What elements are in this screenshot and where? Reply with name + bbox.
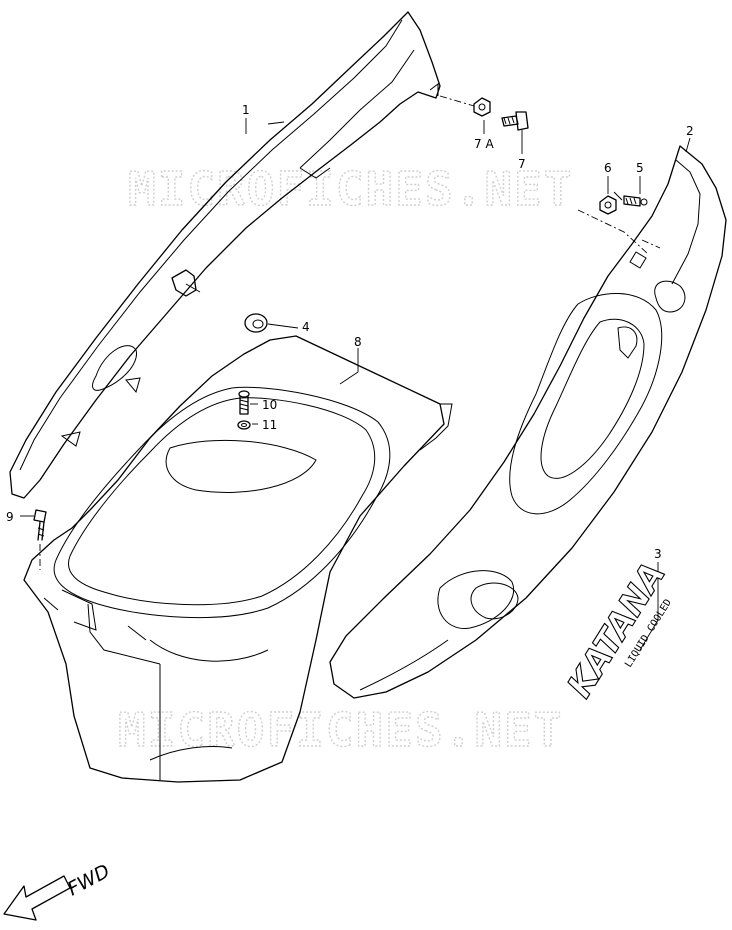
nut-7a	[473, 97, 491, 117]
nut-6	[599, 195, 617, 215]
grommet-small	[171, 269, 201, 297]
screw-7	[501, 111, 529, 131]
screw-9	[33, 509, 47, 570]
callout-7: 7	[518, 157, 526, 171]
forward-arrow-icon	[3, 875, 71, 921]
part-2-right-side-cover	[329, 95, 727, 699]
callout-3: 3	[654, 547, 662, 561]
callout-9: 9	[6, 510, 14, 524]
watermark-top: MICROFICHES.NET	[128, 162, 573, 216]
callout-5: 5	[636, 161, 644, 175]
callout-1: 1	[242, 103, 250, 117]
part-4-grommet	[244, 313, 268, 333]
callout-7a: 7 A	[474, 137, 494, 151]
callout-4: 4	[302, 320, 310, 334]
callout-11: 11	[262, 418, 277, 432]
part-8-luggage-box	[23, 335, 453, 783]
screw-5	[623, 195, 648, 207]
fwd-label: FWD	[64, 860, 113, 900]
part-1-left-frame-cover	[9, 11, 441, 499]
leader-lines	[20, 118, 691, 651]
callout-6: 6	[604, 161, 612, 175]
callout-8: 8	[354, 335, 362, 349]
screw-10	[238, 390, 250, 415]
callout-10: 10	[262, 398, 277, 412]
washer-11	[237, 420, 251, 430]
callout-2: 2	[686, 124, 694, 138]
fwd-label-group: FWD	[64, 860, 113, 900]
